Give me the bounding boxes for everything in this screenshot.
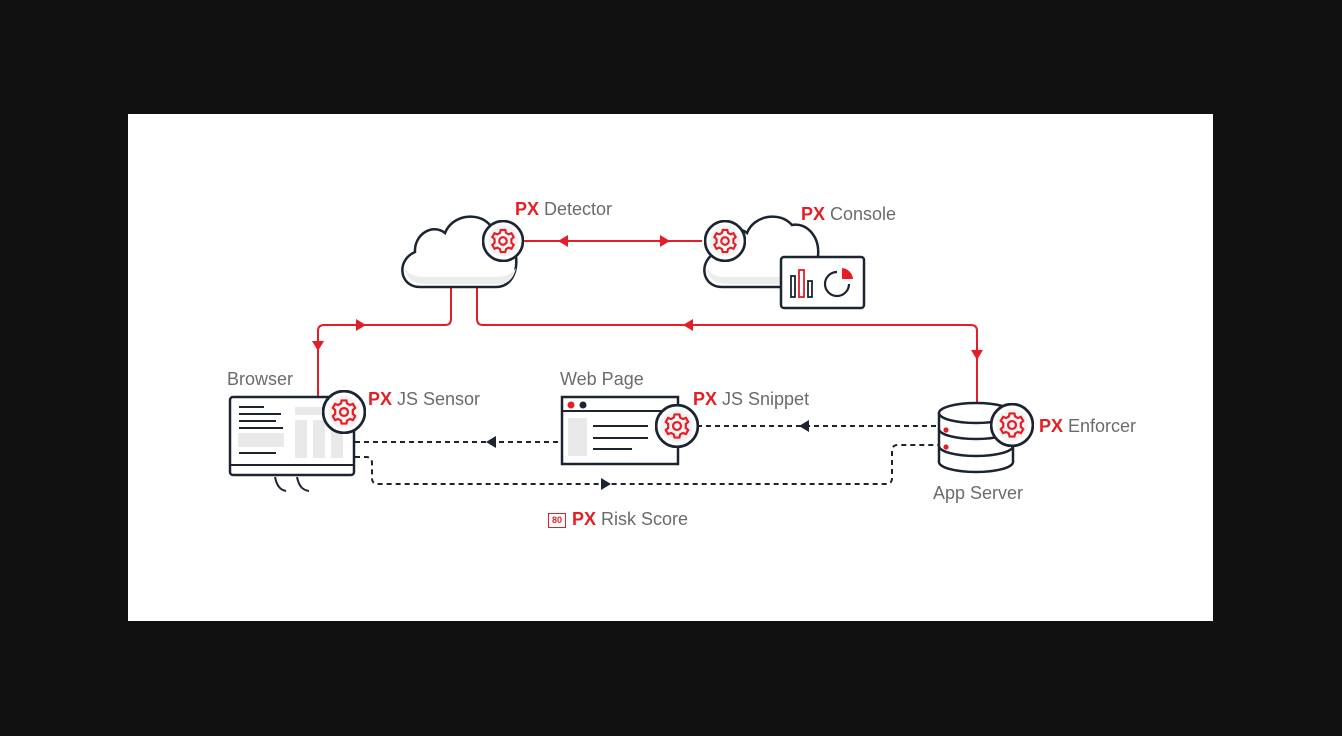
detector-px-prefix: PX xyxy=(515,199,540,219)
risk-score-badge-icon: 80 xyxy=(548,513,566,528)
risk-score-px-prefix: PX xyxy=(572,509,597,529)
js-sensor-px-prefix: PX xyxy=(368,389,393,409)
browser-label: Browser xyxy=(227,369,294,389)
dashboard-chart-icon xyxy=(779,255,866,310)
red-connectors xyxy=(317,240,978,406)
risk-score-text: Risk Score xyxy=(601,509,689,529)
js-snippet-px-prefix: PX xyxy=(693,389,718,409)
enforcer-px-prefix: PX xyxy=(1039,416,1064,436)
console-gear-icon xyxy=(704,220,746,262)
console-text: Console xyxy=(830,204,897,224)
detector-gear-icon xyxy=(482,220,524,262)
enforcer-text: Enforcer xyxy=(1068,416,1137,436)
console-px-prefix: PX xyxy=(801,204,826,224)
app-server-label: App Server xyxy=(933,483,1024,503)
detector-text: Detector xyxy=(544,199,613,219)
dashed-arrowheads xyxy=(486,420,809,490)
dashed-connectors xyxy=(355,425,940,485)
enforcer-gear-icon xyxy=(990,403,1034,447)
js-sensor-text: JS Sensor xyxy=(397,389,481,409)
js-snippet-text: JS Snippet xyxy=(722,389,810,409)
red-arrowheads xyxy=(312,235,983,360)
js-snippet-gear-icon xyxy=(655,404,699,448)
js-sensor-gear-icon xyxy=(322,390,366,434)
web-page-label: Web Page xyxy=(560,369,644,389)
diagram-panel xyxy=(128,114,1213,621)
